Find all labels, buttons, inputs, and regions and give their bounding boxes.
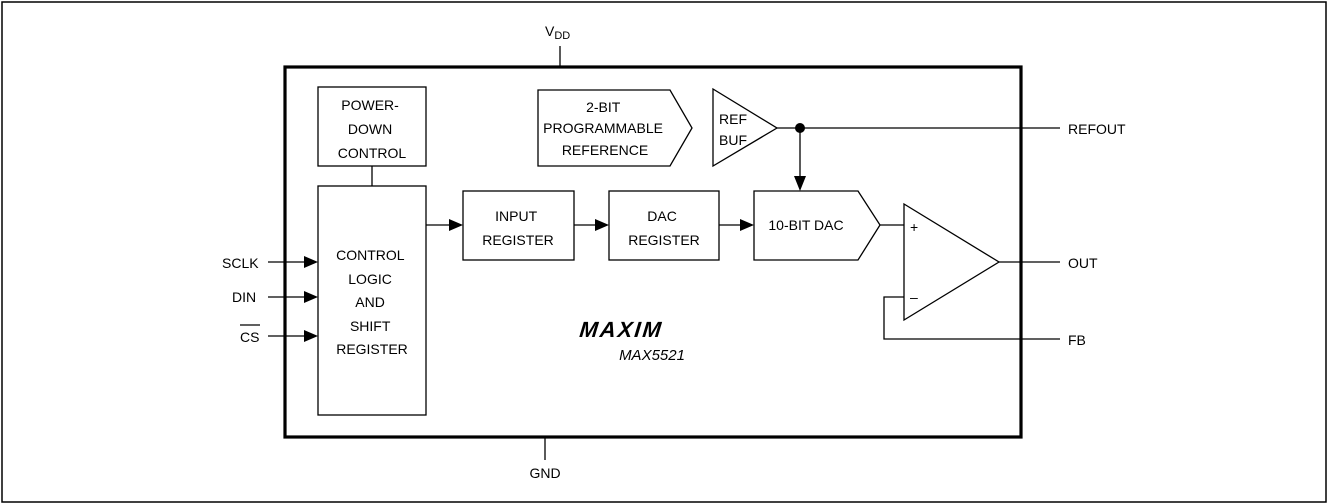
control-logic-line-3: AND <box>355 294 385 310</box>
input-register-line-1: INPUT <box>495 208 537 224</box>
control-logic-line-2: LOGIC <box>348 271 392 287</box>
part-number: MAX5521 <box>619 347 685 364</box>
amp-minus-sign: – <box>910 289 918 305</box>
control-logic-block <box>317 185 427 416</box>
svg-text:REF BUF: REF BUF <box>719 111 751 148</box>
amp-plus-sign: + <box>910 219 918 235</box>
ref-buffer-triangle <box>712 87 779 168</box>
input-to-dac-register-arrow <box>595 219 609 231</box>
programmable-reference-block <box>537 89 693 167</box>
svg-text:DAC REGISTER: DAC REGISTER <box>628 208 700 248</box>
ref-buf-line-2: BUF <box>719 132 747 148</box>
power-down-line-1: POWER- <box>341 97 399 113</box>
power-down-line-3: CONTROL <box>338 145 407 161</box>
pin-cs-label: CS <box>240 329 259 345</box>
ten-bit-dac-block <box>753 190 881 261</box>
reference-line-1: 2-BIT <box>586 99 621 115</box>
chip-outline <box>283 65 1023 439</box>
dac-register-line-2: REGISTER <box>628 232 700 248</box>
power-down-line-2: DOWN <box>348 121 392 137</box>
control-to-input-arrow <box>449 219 463 231</box>
svg-text:INPUT REGISTER: INPUT REGISTER <box>482 208 554 248</box>
pin-sclk-label: SCLK <box>222 255 259 271</box>
vdd-main: V <box>545 23 555 39</box>
vdd-subscript: DD <box>554 30 570 42</box>
feedback-wire <box>883 296 1060 340</box>
output-amplifier-triangle <box>903 202 1001 322</box>
svg-text:2-BIT PROGRAMMABLE REF: 2-BIT PROGRAMMABLE REFERENCE <box>543 99 667 158</box>
input-register-line-2: REGISTER <box>482 232 554 248</box>
ten-bit-dac-label: 10-BIT DAC <box>768 217 843 233</box>
svg-text:POWER- DOWN CONTROL: POWER- DOWN CONTROL <box>338 97 407 161</box>
input-register-block <box>462 190 575 261</box>
reference-line-2: PROGRAMMABLE <box>543 120 663 136</box>
ref-buf-line-1: REF <box>719 111 747 127</box>
svg-text:CONTROL LOGIC AND: CONTROL LOGIC AND SHIFT REGISTER <box>336 247 408 357</box>
control-logic-line-4: SHIFT <box>350 318 391 334</box>
gnd-label: GND <box>529 465 560 481</box>
dac-register-to-dac-arrow <box>740 219 754 231</box>
control-logic-line-5: REGISTER <box>336 341 408 357</box>
ref-to-dac-arrow <box>794 176 806 191</box>
din-arrow <box>304 291 318 303</box>
dac-register-block <box>608 190 720 261</box>
cs-arrow <box>304 330 318 342</box>
pin-out-label: OUT <box>1068 255 1098 271</box>
pin-refout-label: REFOUT <box>1068 121 1126 137</box>
pin-fb-label: FB <box>1068 332 1086 348</box>
vdd-label: VDD <box>545 23 570 42</box>
reference-line-3: REFERENCE <box>562 142 648 158</box>
pin-din-label: DIN <box>232 289 256 305</box>
maxim-logo: MAXIM <box>578 317 664 342</box>
power-down-control-block <box>317 86 427 167</box>
sclk-arrow <box>304 256 318 268</box>
control-logic-line-1: CONTROL <box>336 247 405 263</box>
dac-register-line-1: DAC <box>647 208 677 224</box>
